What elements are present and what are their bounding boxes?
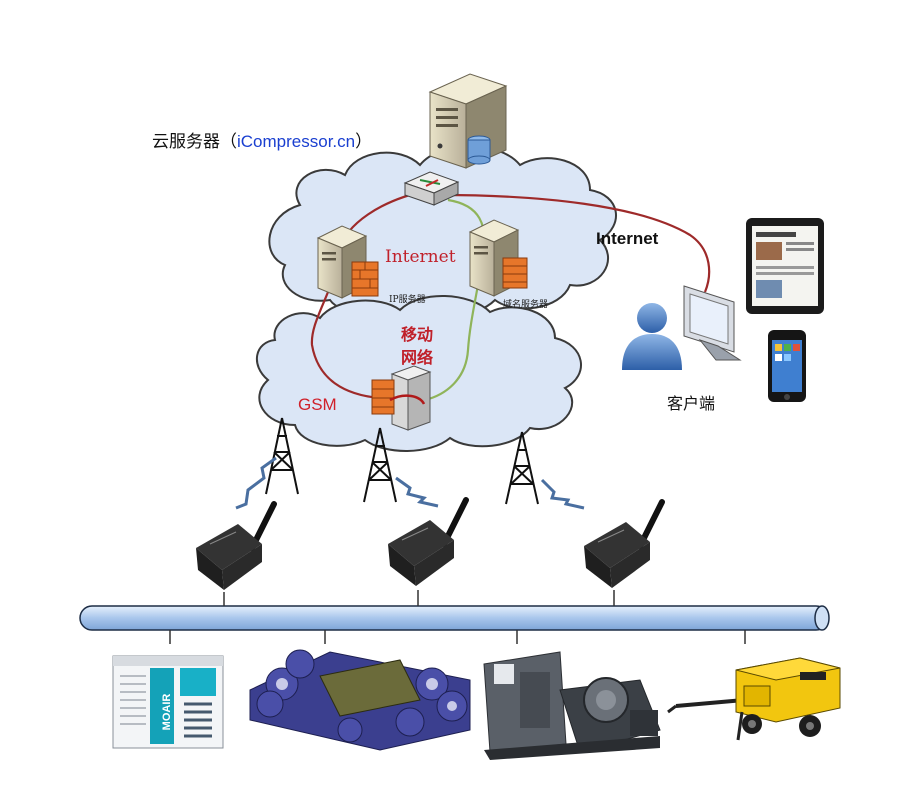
bus-pipe: [79, 590, 830, 644]
green-link-path: [424, 198, 486, 402]
cloud-server-icon: [428, 73, 508, 169]
cloud-server-label-prefix: 云服务器（: [152, 132, 237, 152]
lightning-icon: [235, 456, 277, 510]
dns-server-label: 域名服务器: [503, 300, 549, 310]
tablet-icon: [746, 218, 824, 314]
firewall-icon: [351, 261, 379, 297]
antenna-tower-icon: [265, 417, 299, 495]
mobile-network-label-line1: 移动: [401, 325, 434, 344]
internet-link-to-client: [439, 193, 711, 293]
antenna-tower-icon: [505, 431, 539, 505]
gsm-label: GSM: [298, 395, 337, 414]
ip-server-label: IP服务器: [389, 295, 426, 305]
phone-icon: [768, 330, 806, 402]
lightning-icon: [540, 478, 585, 510]
gsm-module-icon: [388, 497, 469, 586]
user-icon: [622, 303, 682, 370]
client-label: 客户端: [667, 394, 716, 413]
dns-server-icon: [468, 219, 528, 297]
mobile-network-label-line2: 网络: [401, 348, 434, 367]
internet-label-link: Internet: [596, 229, 659, 248]
lightning-icon: [395, 476, 439, 508]
compressor-icon: MOAIR: [112, 655, 224, 749]
compressor-brand-text: MOAIR: [161, 694, 173, 731]
gsm-module-icon: [196, 501, 277, 590]
gsm-module-icon: [584, 499, 665, 588]
gsm-gateway-icon: [371, 365, 432, 431]
monitor-icon: [683, 285, 742, 361]
cloud-server-domain: iCompressor.cn: [237, 132, 356, 151]
compressor-icon: [249, 649, 471, 751]
router-icon: [403, 171, 460, 206]
compressor-icon: [483, 651, 661, 760]
internet-label-cloud: Internet: [385, 247, 456, 267]
cloud-server-label: 云服务器（iCompressor.cn）: [152, 127, 372, 152]
internet-cloud: [268, 145, 617, 317]
compressor-icon: [667, 657, 841, 741]
red-link-path: [310, 188, 431, 400]
cloud-server-label-suffix: ）: [355, 132, 373, 152]
antenna-tower-icon: [363, 427, 397, 503]
